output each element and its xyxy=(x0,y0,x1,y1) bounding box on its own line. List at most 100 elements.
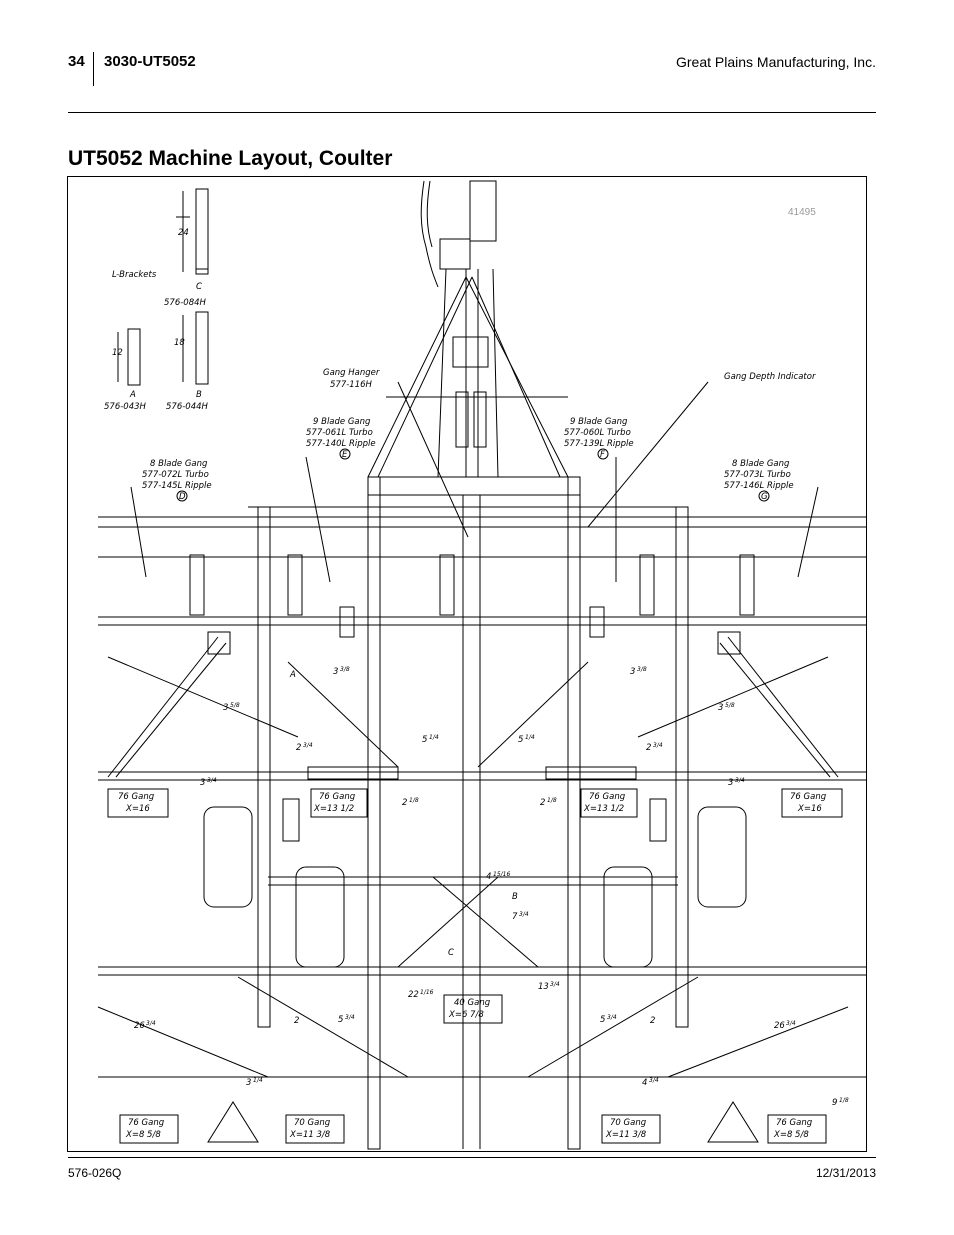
dim-fraction: 1/16 xyxy=(420,989,434,996)
hitch-assembly xyxy=(367,180,569,478)
header-model: 3030-UT5052 xyxy=(104,53,196,70)
gang-hanger-label: Gang Hanger xyxy=(323,368,380,378)
machine-layout-figure: 41495 24 L-Brackets C 576-084H 18 12 A B… xyxy=(67,176,867,1152)
gang-box-5-line1: 40 Gang xyxy=(454,998,491,1008)
bracket-b-letter: B xyxy=(196,390,202,400)
gang-box-2-line2: X=13 1/2 xyxy=(313,804,354,814)
dim-fraction: 1/8 xyxy=(839,1097,849,1104)
dim-18: 18 xyxy=(174,338,185,348)
gang-box-8-line2: X=11 3/8 xyxy=(605,1130,647,1140)
dim-whole: 4 xyxy=(642,1078,647,1088)
dim-whole: 4 xyxy=(486,872,491,882)
callout-g-line1: 8 Blade Gang xyxy=(732,459,790,469)
dim-whole: 2 xyxy=(540,798,545,808)
bracket-c-letter: C xyxy=(196,282,202,292)
dim-whole: 5 xyxy=(600,1015,605,1025)
dim-fraction: 3/4 xyxy=(649,1077,659,1084)
dim-fraction: 3/4 xyxy=(607,1014,617,1021)
page-number: 34 xyxy=(68,53,85,70)
dim-whole: 3 xyxy=(728,778,733,788)
footer-part-number: 576-026Q xyxy=(68,1166,122,1180)
dim-whole: 3 xyxy=(200,778,205,788)
callout-d-letter: D xyxy=(179,492,186,502)
dim-whole: 3 xyxy=(223,703,228,713)
dimension-labels: 3 3/8 3 3/8 3 5/8 3 5/8 2 3/4 2 3/4 5 1/… xyxy=(134,666,849,1108)
dim-whole: 3 xyxy=(246,1078,251,1088)
dim-whole: 5 xyxy=(422,735,427,745)
bracket-c-part: 576-084H xyxy=(164,298,207,308)
dim-whole: 3 xyxy=(333,667,338,677)
gang-box-4-line1: 76 Gang xyxy=(790,792,827,802)
gang-box-5-line2: X=6 7/8 xyxy=(448,1010,484,1020)
dim-letter-a: A xyxy=(289,670,296,680)
dim-whole: 9 xyxy=(832,1098,837,1108)
callout-f-line2: 577-060L Turbo xyxy=(564,428,631,438)
header-divider xyxy=(93,52,94,86)
dim-fraction: 3/4 xyxy=(146,1020,156,1027)
gang-box-3-line2: X=13 1/2 xyxy=(583,804,624,814)
dim-fraction: 3/4 xyxy=(786,1020,796,1027)
gang-box-6-line1: 76 Gang xyxy=(128,1118,165,1128)
bracket-b-part: 576-044H xyxy=(166,402,209,412)
dim-24: 24 xyxy=(178,228,189,238)
callout-circles xyxy=(176,448,770,502)
dim-fraction: 5/8 xyxy=(725,702,735,709)
dim-fraction: 3/4 xyxy=(207,777,217,784)
callout-f-line3: 577-139L Ripple xyxy=(564,439,634,449)
dim-letter-c: C xyxy=(448,948,454,958)
brackets-heading: L-Brackets xyxy=(112,270,157,280)
gang-box-3-line1: 76 Gang xyxy=(589,792,626,802)
gang-box-frames xyxy=(107,788,843,1144)
bracket-a-letter: A xyxy=(129,390,136,400)
dim-fraction: 3/4 xyxy=(550,981,560,988)
dim-fraction: 3/4 xyxy=(345,1014,355,1021)
gang-box-2-line1: 76 Gang xyxy=(319,792,356,802)
dim-whole: 2 xyxy=(646,743,651,753)
gang-box-7-line1: 70 Gang xyxy=(294,1118,331,1128)
gang-box-4-line2: X=16 xyxy=(797,804,822,814)
dim-fraction: 3/8 xyxy=(637,666,647,673)
cylinders xyxy=(282,606,667,842)
callout-d-line2: 577-072L Turbo xyxy=(142,470,209,480)
gang-hanger-part: 577-116H xyxy=(330,380,373,390)
diagonal-gangs xyxy=(97,656,849,1078)
callout-e-letter: E xyxy=(342,450,348,460)
dim-whole: 2 xyxy=(294,1016,299,1026)
smv-triangles xyxy=(207,1101,759,1143)
callout-g-letter: G xyxy=(761,492,768,502)
dim-whole: 26 xyxy=(134,1021,145,1031)
dim-fraction: 3/4 xyxy=(653,742,663,749)
dim-whole: 22 xyxy=(408,990,419,1000)
gang-depth-indicator-label: Gang Depth Indicator xyxy=(724,372,816,382)
dim-12: 12 xyxy=(112,348,123,358)
callout-g-line2: 577-073L Turbo xyxy=(724,470,791,480)
l-brackets xyxy=(117,188,209,386)
dim-whole: 13 xyxy=(538,982,549,992)
header-company: Great Plains Manufacturing, Inc. xyxy=(676,54,876,70)
leader-lines xyxy=(130,381,819,583)
callout-e-line1: 9 Blade Gang xyxy=(313,417,371,427)
dim-whole: 2 xyxy=(296,743,301,753)
dim-whole: 2 xyxy=(650,1016,655,1026)
machine-layout-drawing: 41495 24 L-Brackets C 576-084H 18 12 A B… xyxy=(97,180,866,1150)
dim-whole: 5 xyxy=(338,1015,343,1025)
dim-fraction: 15/16 xyxy=(493,871,510,878)
callout-e-line2: 577-061L Turbo xyxy=(306,428,373,438)
page-title: UT5052 Machine Layout, Coulter xyxy=(68,147,393,170)
footer-date: 12/31/2013 xyxy=(815,1166,876,1180)
dim-whole: 26 xyxy=(774,1021,785,1031)
dim-fraction: 1/4 xyxy=(429,734,439,741)
bracket-a-part: 576-043H xyxy=(104,402,147,412)
dim-fraction: 1/8 xyxy=(409,797,419,804)
gang-box-8-line1: 70 Gang xyxy=(610,1118,647,1128)
header-rule xyxy=(68,112,876,113)
front-gang-row xyxy=(98,554,866,626)
callout-e-line3: 577-140L Ripple xyxy=(306,439,376,449)
dim-fraction: 3/4 xyxy=(303,742,313,749)
gang-box-9-line1: 76 Gang xyxy=(776,1118,813,1128)
dim-fraction: 3/4 xyxy=(519,911,529,918)
dim-fraction: 3/4 xyxy=(735,777,745,784)
dim-whole: 2 xyxy=(402,798,407,808)
figure-id: 41495 xyxy=(788,207,816,218)
callout-g-line3: 577-146L Ripple xyxy=(724,481,794,491)
